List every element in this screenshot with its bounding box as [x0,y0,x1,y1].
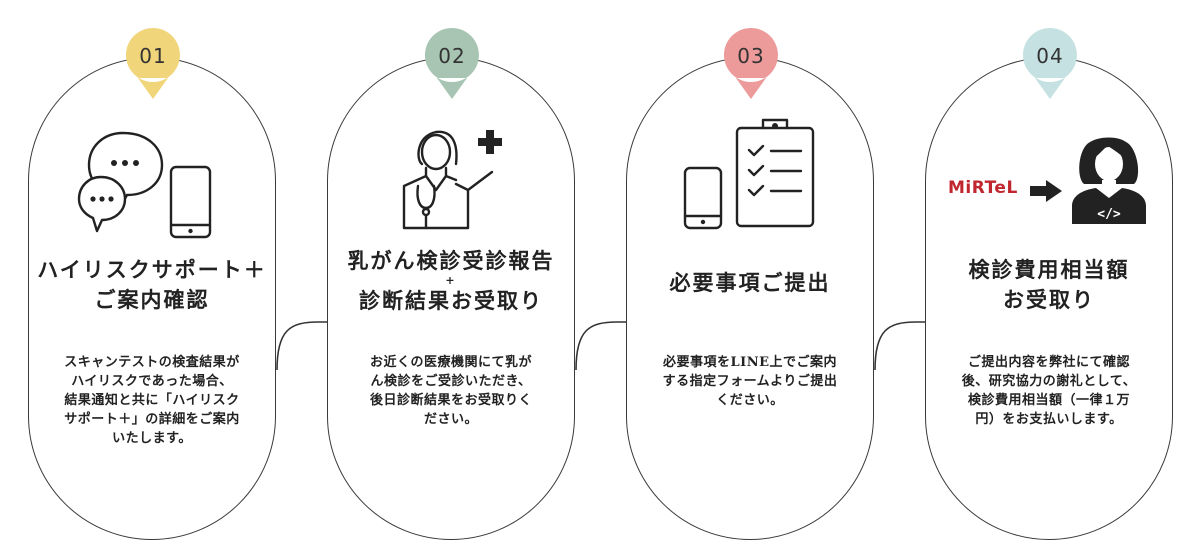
mirtel-to-person-icon: MiRTeL </> [948,134,1158,224]
step-title: ハイリスクサポート＋ ご案内確認 [28,255,276,315]
description-line: ん検診をご受診いただき、 [370,374,532,389]
female-doctor-icon [402,130,502,230]
step-2: 02 乳がん検診受診報告 + 診断結果お受取り お近くの医療機関にて乳が ん検診… [324,0,594,553]
step-number: 02 [438,44,466,68]
step-description: ご提出内容を弊社にて確認 後、研究協力の謝礼として、 検診費用相当額（一律１万 … [950,353,1148,429]
mirtel-logo: MiRTeL [948,178,1018,198]
description-line: 後、研究協力の謝礼として、 [961,374,1137,389]
step-number: 01 [139,44,167,68]
step-title-line: 検診費用相当額 [968,257,1130,282]
description-line: 必要事項をLINE上でご案内 [662,355,837,370]
step-number-badge: 02 [423,26,481,102]
description-line: 後日診断結果をお受取りく [369,393,532,408]
title-plus-sign: + [445,274,457,287]
person-with-code-icon: </> [1072,137,1146,224]
step-title-line: ハイリスクサポート＋ [37,257,267,282]
step-description: スキャンテストの検査結果が ハイリスクであった場合、 結果通知と共に「ハイリスク… [53,353,251,448]
step-4: 04 MiRTeL </> 検診費用相当額 お受取り ご提出内容を弊社にて確認 … [922,0,1192,553]
step-title: 必要事項ご提出 [626,268,874,298]
description-line: サポート＋」の詳細をご案内 [64,412,240,427]
step-title-line: 乳がん検診受診報告 [347,248,555,273]
step-description: お近くの医療機関にて乳が ん検診をご受診いただき、 後日診断結果をお受取りく だ… [352,353,550,429]
description-line: 検診費用相当額（一律１万 [967,393,1130,408]
connector-3-4 [874,321,963,371]
description-line: ください。 [716,393,784,408]
step-title-line: 必要事項ご提出 [669,270,831,295]
description-line: 結果通知と共に「ハイリスク [64,393,240,408]
step-number-badge: 04 [1021,26,1079,102]
description-line: 円）をお支払いします。 [975,412,1123,427]
connector-1-2 [276,321,362,371]
step-number: 04 [1036,44,1064,68]
description-line: いたします。 [112,431,192,446]
step-title-line: 診断結果お受取り [359,288,543,313]
description-line: ご提出内容を弊社にて確認 [967,355,1130,370]
step-title: 検診費用相当額 お受取り [925,255,1173,315]
step-number: 03 [737,44,765,68]
description-line: お近くの医療機関にて乳が [369,355,532,370]
smartphone-and-checklist-icon [683,118,815,230]
description-line: スキャンテストの検査結果が [64,355,240,370]
connector-2-3 [575,321,664,371]
step-3: 03 必要事項ご提出 必要事項をLINE上でご案内 する指定フォームよりご提出 … [623,0,893,553]
chat-bubbles-and-smartphone-icon [77,131,212,239]
step-number-badge: 03 [722,26,780,102]
step-title: 乳がん検診受診報告 + 診断結果お受取り [327,246,575,316]
arrow-right-icon [1030,180,1062,202]
step-title-line: お受取り [1003,287,1095,312]
description-line: ださい。 [423,412,478,427]
description-line: する指定フォームよりご提出 [662,374,838,389]
step-capsule [626,57,874,540]
description-line: ハイリスクであった場合、 [71,374,233,389]
step-capsule [28,57,276,540]
step-number-badge: 01 [124,26,182,102]
step-capsule [925,57,1173,540]
svg-text:</>: </> [1097,207,1121,222]
step-title-line: ご案内確認 [94,287,210,312]
step-1: 01 ハイリスクサポート＋ ご案内確認 スキャンテストの検査結果が ハイリスクで… [25,0,295,553]
step-description: 必要事項をLINE上でご案内 する指定フォームよりご提出 ください。 [651,353,849,410]
